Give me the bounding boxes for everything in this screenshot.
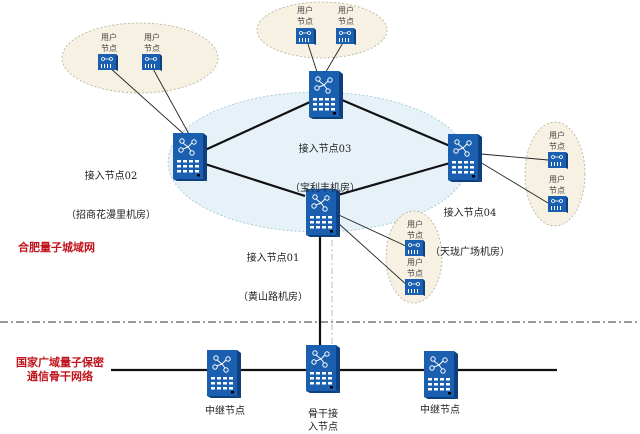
access-node-03-device: [308, 70, 344, 120]
user-link: [469, 152, 549, 161]
access-node-01-label: 接入节点01 （黄山路机房）: [228, 226, 318, 317]
user-link: [469, 155, 549, 204]
user-cluster-n02: [61, 22, 219, 94]
user-node-device: [547, 195, 569, 214]
user-link: [327, 209, 409, 248]
user-node-label: 用户 节点: [407, 258, 423, 278]
access-node-04-name: 接入节点04: [443, 208, 497, 219]
user-node-device: [295, 27, 317, 46]
user-node-device: [97, 53, 119, 72]
access-node-02-device: [172, 132, 208, 182]
user-cluster-n01: [385, 210, 443, 304]
metro-network-label: 合肥量子城域网: [18, 241, 95, 254]
access-node-02-label: 接入节点02 （招商花漫里机房）: [56, 144, 166, 235]
link-n03-n04: [341, 98, 451, 148]
user-cluster-n04: [524, 121, 586, 227]
relay-node-left-label: 中继节点: [205, 406, 245, 417]
access-node-02-name: 接入节点02: [84, 171, 138, 182]
user-node-label: 用户 节点: [144, 33, 160, 53]
access-node-01-name: 接入节点01: [246, 253, 300, 264]
relay-node-left-device: [206, 349, 242, 399]
access-node-04-site: （天珑广场机房）: [430, 247, 510, 258]
user-link: [108, 66, 187, 137]
backbone-network-label: 国家广域量子保密 通信骨干网络: [16, 356, 104, 383]
user-node-label: 用户 节点: [297, 6, 313, 26]
user-node-label: 用户 节点: [549, 175, 565, 195]
user-node-device: [547, 151, 569, 170]
backbone-access-node-device: [305, 344, 341, 394]
user-node-label: 用户 节点: [407, 220, 423, 240]
access-node-03-label: 接入节点03 （宝利丰机房）: [275, 117, 375, 208]
access-node-03-site: （宝利丰机房）: [290, 183, 360, 194]
user-node-device: [404, 278, 426, 297]
user-link: [323, 40, 345, 76]
access-node-04-label: 接入节点04 （天珑广场机房）: [420, 181, 520, 272]
link-n02-n03: [204, 100, 311, 152]
access-node-04-device: [447, 133, 483, 183]
user-link: [327, 213, 409, 287]
link-n01-n02: [204, 162, 306, 198]
user-link: [306, 40, 319, 76]
user-node-device: [141, 53, 163, 72]
user-node-device: [335, 27, 357, 46]
link-n04-n01: [337, 161, 451, 197]
access-node-02-site: （招商花漫里机房）: [66, 210, 156, 221]
relay-node-right-label: 中继节点: [420, 405, 460, 416]
access-node-01-site: （黄山路机房）: [238, 292, 308, 303]
user-link: [151, 66, 191, 137]
access-node-03-name: 接入节点03: [298, 144, 352, 155]
relay-node-right-device: [423, 350, 459, 400]
user-cluster-n03: [256, 1, 388, 59]
user-node-label: 用户 节点: [101, 33, 117, 53]
user-node-label: 用户 节点: [338, 6, 354, 26]
backbone-access-node-label: 骨干接 入节点: [308, 409, 338, 433]
user-node-label: 用户 节点: [549, 131, 565, 151]
